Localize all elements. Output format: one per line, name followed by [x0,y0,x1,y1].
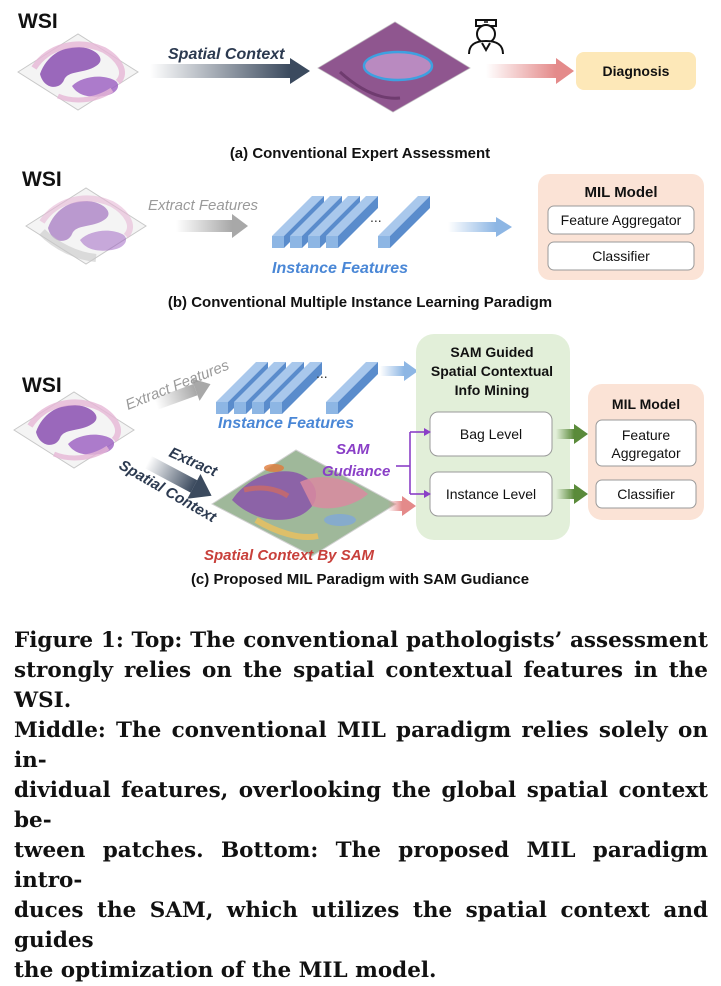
extract-features-arrow-b [176,214,248,238]
wsi-label-a: WSI [18,10,58,33]
sam-label-c: SAM [336,441,370,458]
figure-diagram: WSI Spatial Context Diagnosis (a) Conven… [0,10,704,588]
figure-caption-line: Middle: The conventional MIL paradigm re… [14,718,708,773]
diagnosis-arrow [486,58,574,84]
spatial-context-arrow-c [144,455,212,499]
figure-caption: Figure 1: Top: The conventional patholog… [14,626,708,986]
caption-a: (a) Conventional Expert Assessment [230,145,490,162]
mil-model-title-b: MIL Model [584,184,657,201]
caption-c: (c) Proposed MIL Paradigm with SAM Gudia… [191,571,529,588]
figure-caption-line: duces the SAM, which utilizes the spatia… [14,898,708,953]
sam-guidance-connector [396,428,431,498]
classifier-box-c [595,479,697,509]
ellipsis-b: ... [370,209,382,225]
caption-b: (b) Conventional Multiple Instance Learn… [168,294,552,311]
instance-features-label-b: Instance Features [272,260,408,277]
wsi-label-c: WSI [22,374,62,397]
panel-c: WSI Extract Features ... Instance Featur… [14,334,704,588]
instance-features-label-c: Instance Features [218,415,354,432]
panel-a: WSI Spatial Context Diagnosis (a) Conven… [18,10,696,162]
guidance-label-c: Gudiance [322,463,390,480]
spatial-context-by-sam-label: Spatial Context By SAM [204,547,375,564]
extract-features-arrow-c [153,378,211,410]
sam-box-line3: Info Mining [455,382,530,398]
spatial-context-label-a: Spatial Context [168,46,285,63]
wsi-slide-a [18,34,138,110]
aggregator-label-c: Aggregator [611,445,681,461]
pathologist-icon [468,19,504,55]
bag-level-box [429,411,553,457]
ellipsis-c: ... [316,365,328,381]
sam-box-line1: SAM Guided [450,344,533,360]
sam-box-line2: Spatial Contextual [431,363,553,379]
figure-caption-line: the optimization of the MIL model. [14,958,437,983]
sam-to-instance-arrow-c [388,496,416,516]
classifier-box-b [547,241,695,271]
instance-to-classifier-arrow [556,484,588,504]
bag-to-aggregator-arrow [556,424,588,444]
extract-features-label-b: Extract Features [148,197,259,214]
instance-feature-bars-b [272,196,430,248]
diagnosis-label: Diagnosis [603,63,670,79]
classifier-label-c: Classifier [617,486,675,502]
wsi-slide-b [26,188,146,264]
instance-feature-bars-c [216,362,378,414]
extract-features-label-c: Extract Features [123,357,232,414]
feature-aggregator-box-b [547,205,695,235]
figure-caption-line: Figure 1: Top: The conventional patholog… [14,628,708,653]
wsi-label-b: WSI [22,168,62,191]
bag-level-label: Bag Level [460,426,522,442]
wsi-slide-c [14,392,134,468]
figure-caption-line: strongly relies on the spatial contextua… [14,658,708,713]
feature-aggregator-label-b: Feature Aggregator [561,212,682,228]
classifier-label-b: Classifier [592,248,650,264]
figure-caption-line: dividual features, overlooking the globa… [14,778,708,833]
feature-label-c: Feature [622,427,670,443]
figure-caption-line: tween patches. Bottom: The proposed MIL … [14,838,708,893]
features-to-sam-arrow-c [380,361,418,381]
panel-b: WSI Extract Features ... Instance Featur… [22,168,704,311]
feature-aggregator-box-c [595,419,697,467]
features-to-mil-arrow-b [448,217,512,237]
instance-level-label: Instance Level [446,486,536,502]
diagnosis-box [576,52,696,90]
spatial-context-arrow-a [150,58,310,84]
zoomed-tissue-image [317,21,471,113]
mil-model-title-c: MIL Model [612,396,680,412]
